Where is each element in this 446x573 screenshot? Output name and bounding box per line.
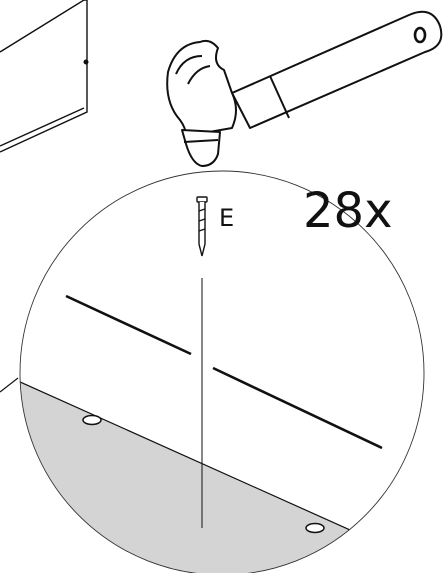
cabinet-screw-hole (83, 59, 89, 65)
hole-marker-right (305, 522, 325, 534)
hammer-icon (166, 10, 443, 167)
cabinet-corner (0, 0, 89, 153)
detail-circle-outline (19, 170, 425, 573)
back-panel-line-left (65, 294, 192, 356)
hole-marker-left (82, 414, 102, 426)
nail-icon (196, 196, 208, 257)
back-panel-line-right (212, 366, 383, 450)
callout-connector (0, 377, 19, 393)
quantity-label: 28x (303, 183, 392, 239)
part-id-label: E (219, 204, 234, 232)
